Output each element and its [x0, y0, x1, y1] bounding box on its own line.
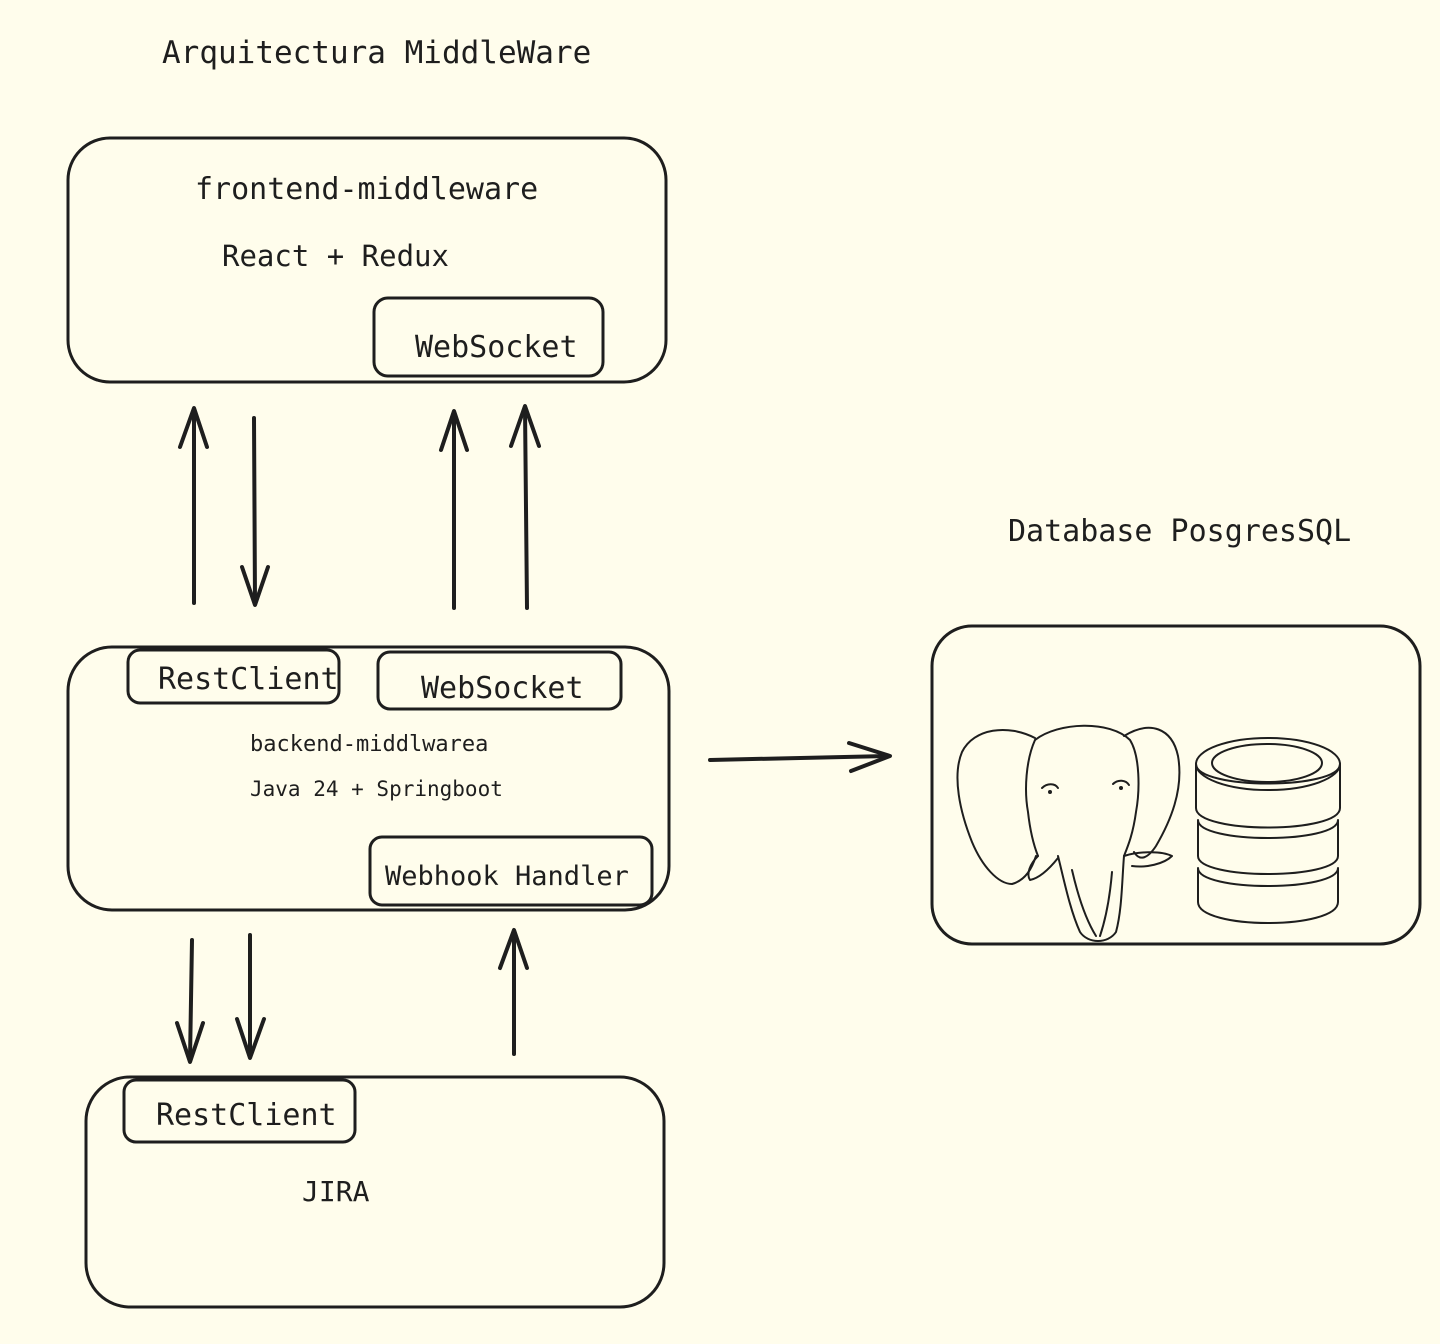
- jira-name: JIRA: [302, 1175, 370, 1208]
- frontend-backend-arrows: [178, 404, 541, 610]
- arrow-up-2: [439, 409, 469, 610]
- backend-jira-arrows: [175, 928, 529, 1064]
- frontend-stack: React + Redux: [222, 239, 449, 273]
- backend-webhook-label: Webhook Handler: [385, 861, 629, 892]
- arrow-backend-to-database: [708, 741, 892, 773]
- arrow-down-1: [240, 416, 270, 607]
- backend-websocket-box: WebSocket: [376, 650, 623, 711]
- jira-restclient-label: RestClient: [156, 1098, 337, 1133]
- backend-box: RestClient WebSocket backend-middlwarea …: [66, 645, 671, 912]
- backend-restclient-box: RestClient: [126, 648, 341, 705]
- database-cylinder-icon: [1195, 737, 1341, 924]
- backend-websocket-label: WebSocket: [421, 671, 584, 706]
- jira-restclient-box: RestClient: [122, 1078, 357, 1144]
- database-box: [930, 624, 1422, 946]
- backend-webhook-box: Webhook Handler: [368, 835, 654, 907]
- backend-name: backend-middlwarea: [250, 732, 488, 757]
- frontend-box: frontend-middleware React + Redux WebSoc…: [66, 136, 668, 384]
- frontend-websocket-label: WebSocket: [415, 330, 578, 365]
- backend-stack: Java 24 + Springboot: [250, 777, 503, 801]
- postgresql-elephant-icon: [956, 724, 1181, 942]
- arrow-down-3: [235, 933, 266, 1060]
- arrow-up-4: [498, 928, 529, 1056]
- jira-box: RestClient JIRA: [84, 1075, 666, 1309]
- backend-restclient-label: RestClient: [158, 662, 339, 697]
- arrow-up-3: [509, 404, 541, 610]
- frontend-websocket-box: WebSocket: [372, 296, 605, 378]
- database-title: Database PosgresSQL: [1008, 514, 1351, 549]
- diagram-title: Arquitectura MiddleWare: [162, 35, 591, 71]
- frontend-name: frontend-middleware: [195, 172, 538, 207]
- arrow-up-1: [178, 406, 209, 605]
- arrow-down-2: [175, 938, 205, 1064]
